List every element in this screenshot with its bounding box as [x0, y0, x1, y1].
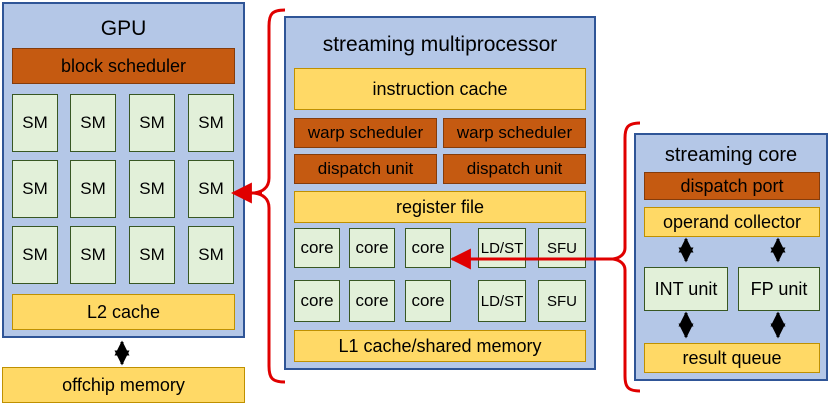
sm-block: SM	[129, 160, 175, 218]
ldst-unit: LD/ST	[478, 280, 526, 322]
core-unit: core	[349, 280, 395, 322]
sm-block: SM	[12, 94, 58, 152]
dispatch-unit-1: dispatch unit	[294, 154, 437, 184]
result-queue: result queue	[644, 343, 820, 373]
sm-block: SM	[70, 226, 116, 284]
streaming-core-title: streaming core	[664, 144, 798, 166]
sm-panel: streaming multiprocessor instruction cac…	[284, 16, 596, 370]
sm-block-highlighted: SM	[188, 160, 234, 218]
dispatch-port: dispatch port	[644, 172, 820, 200]
sm-block: SM	[12, 160, 58, 218]
gpu-panel: GPU block scheduler SM SM SM SM SM SM SM…	[2, 2, 245, 338]
warp-scheduler-2: warp scheduler	[443, 118, 586, 148]
sm-block: SM	[70, 94, 116, 152]
dispatch-unit-2: dispatch unit	[443, 154, 586, 184]
fp-unit: FP unit	[738, 267, 820, 311]
sfu-unit: SFU	[538, 280, 586, 322]
l1-cache-shared-memory: L1 cache/shared memory	[294, 330, 586, 362]
core-unit: core	[405, 280, 451, 322]
sm-bracket	[253, 8, 286, 384]
register-file: register file	[294, 191, 586, 223]
core-unit: core	[349, 228, 395, 268]
warp-scheduler-1: warp scheduler	[294, 118, 437, 148]
instruction-cache: instruction cache	[294, 68, 586, 110]
sm-block: SM	[70, 160, 116, 218]
offchip-memory: offchip memory	[2, 367, 245, 403]
sm-block: SM	[12, 226, 58, 284]
core-unit: core	[294, 228, 340, 268]
operand-collector: operand collector	[644, 207, 820, 237]
streaming-core-panel: streaming core dispatch port operand col…	[634, 133, 828, 381]
block-scheduler: block scheduler	[12, 48, 235, 84]
sfu-unit: SFU	[538, 228, 586, 268]
sm-block: SM	[129, 94, 175, 152]
gpu-title: GPU	[100, 17, 147, 40]
sm-block: SM	[188, 226, 234, 284]
core-unit-highlighted: core	[405, 228, 451, 268]
sm-panel-title: streaming multiprocessor	[322, 33, 558, 56]
ldst-unit: LD/ST	[478, 228, 526, 268]
int-unit: INT unit	[644, 267, 728, 311]
l2-cache: L2 cache	[12, 294, 235, 330]
core-unit: core	[294, 280, 340, 322]
sm-block: SM	[129, 226, 175, 284]
sm-block: SM	[188, 94, 234, 152]
